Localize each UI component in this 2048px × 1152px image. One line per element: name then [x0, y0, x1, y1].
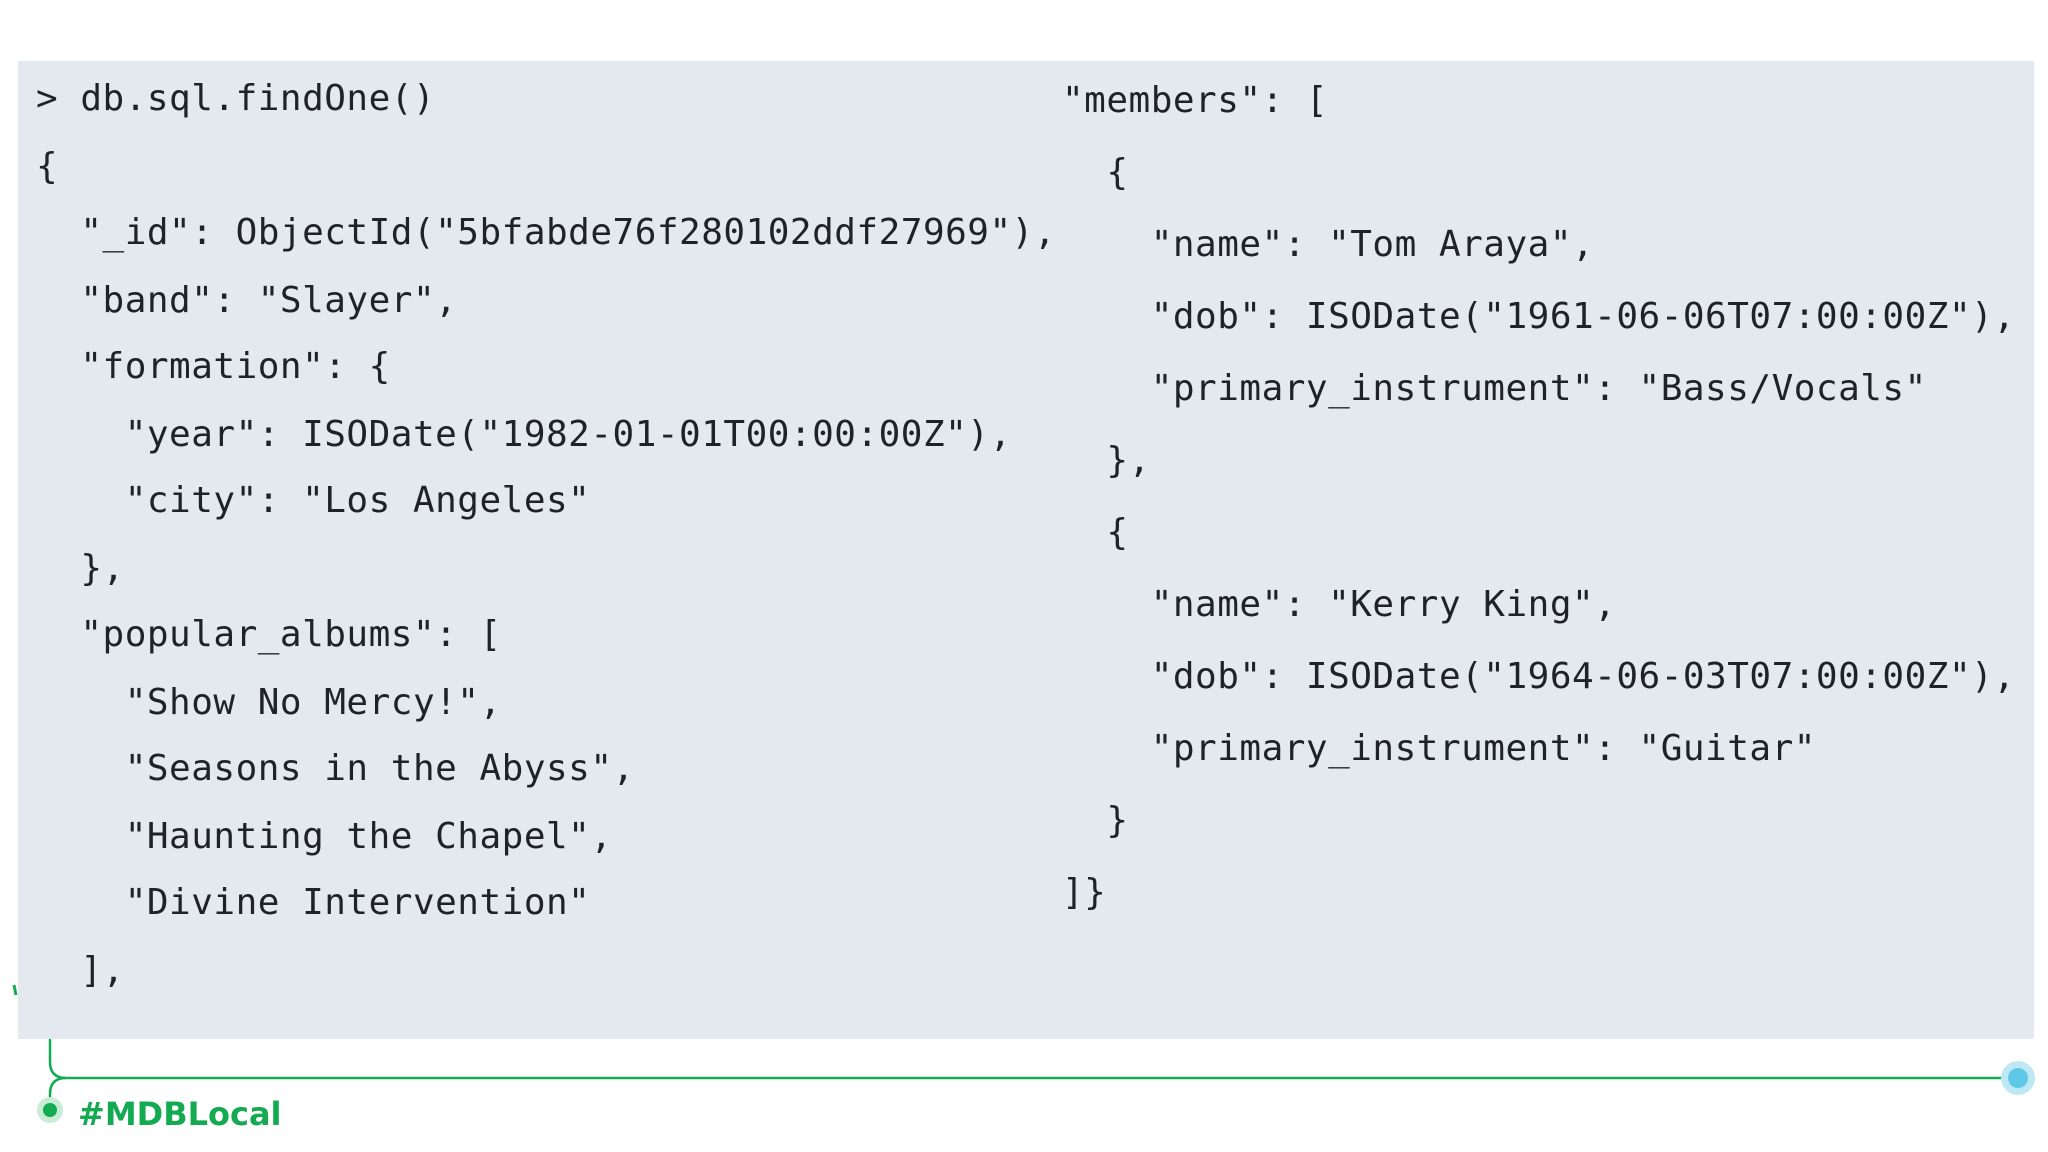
code-line: "Seasons in the Abyss", — [36, 748, 635, 789]
connector-line — [48, 1039, 2008, 1080]
code-line: "dob": ISODate("1961-06-06T07:00:00Z"), — [1062, 296, 2016, 337]
code-line: "Show No Mercy!", — [36, 682, 502, 723]
code-line: "Divine Intervention" — [36, 882, 591, 923]
code-line: "primary_instrument": "Guitar" — [1062, 728, 1816, 769]
code-line: "name": "Tom Araya", — [1062, 224, 1595, 265]
code-line: "year": ISODate("1982-01-01T00:00:00Z"), — [36, 414, 1012, 455]
code-line: ]} — [1062, 872, 1107, 913]
code-line: "primary_instrument": "Bass/Vocals" — [1062, 368, 1927, 409]
code-panel: > db.sql.findOne() { "_id": ObjectId("5b… — [18, 61, 2034, 1039]
green-dot-halo — [37, 1097, 63, 1123]
code-line: "formation": { — [36, 346, 391, 387]
code-line: "popular_albums": [ — [36, 614, 502, 655]
code-line: "_id": ObjectId("5bfabde76f280102ddf2796… — [36, 212, 1056, 253]
code-line: "name": "Kerry King", — [1062, 584, 1617, 625]
code-line: "members": [ — [1062, 80, 1329, 121]
code-line: }, — [1062, 440, 1151, 481]
code-line: "Haunting the Chapel", — [36, 816, 613, 857]
code-line: > db.sql.findOne() — [36, 78, 436, 119]
blue-dot-halo — [2001, 1061, 2035, 1095]
code-line: { — [1062, 152, 1129, 193]
code-line: ], — [36, 950, 125, 991]
hashtag-label: #MDBLocal — [78, 1095, 282, 1133]
code-line: { — [36, 146, 59, 187]
code-line: }, — [36, 548, 125, 589]
connector-branch — [48, 1076, 67, 1108]
code-line: "city": "Los Angeles" — [36, 480, 591, 521]
tick-mark — [12, 984, 18, 996]
blue-dot-icon — [2008, 1068, 2028, 1088]
green-dot-icon — [43, 1103, 57, 1117]
code-line: "band": "Slayer", — [36, 280, 458, 321]
code-line: "dob": ISODate("1964-06-03T07:00:00Z"), — [1062, 656, 2016, 697]
code-line: } — [1062, 800, 1129, 841]
code-line: { — [1062, 512, 1129, 553]
